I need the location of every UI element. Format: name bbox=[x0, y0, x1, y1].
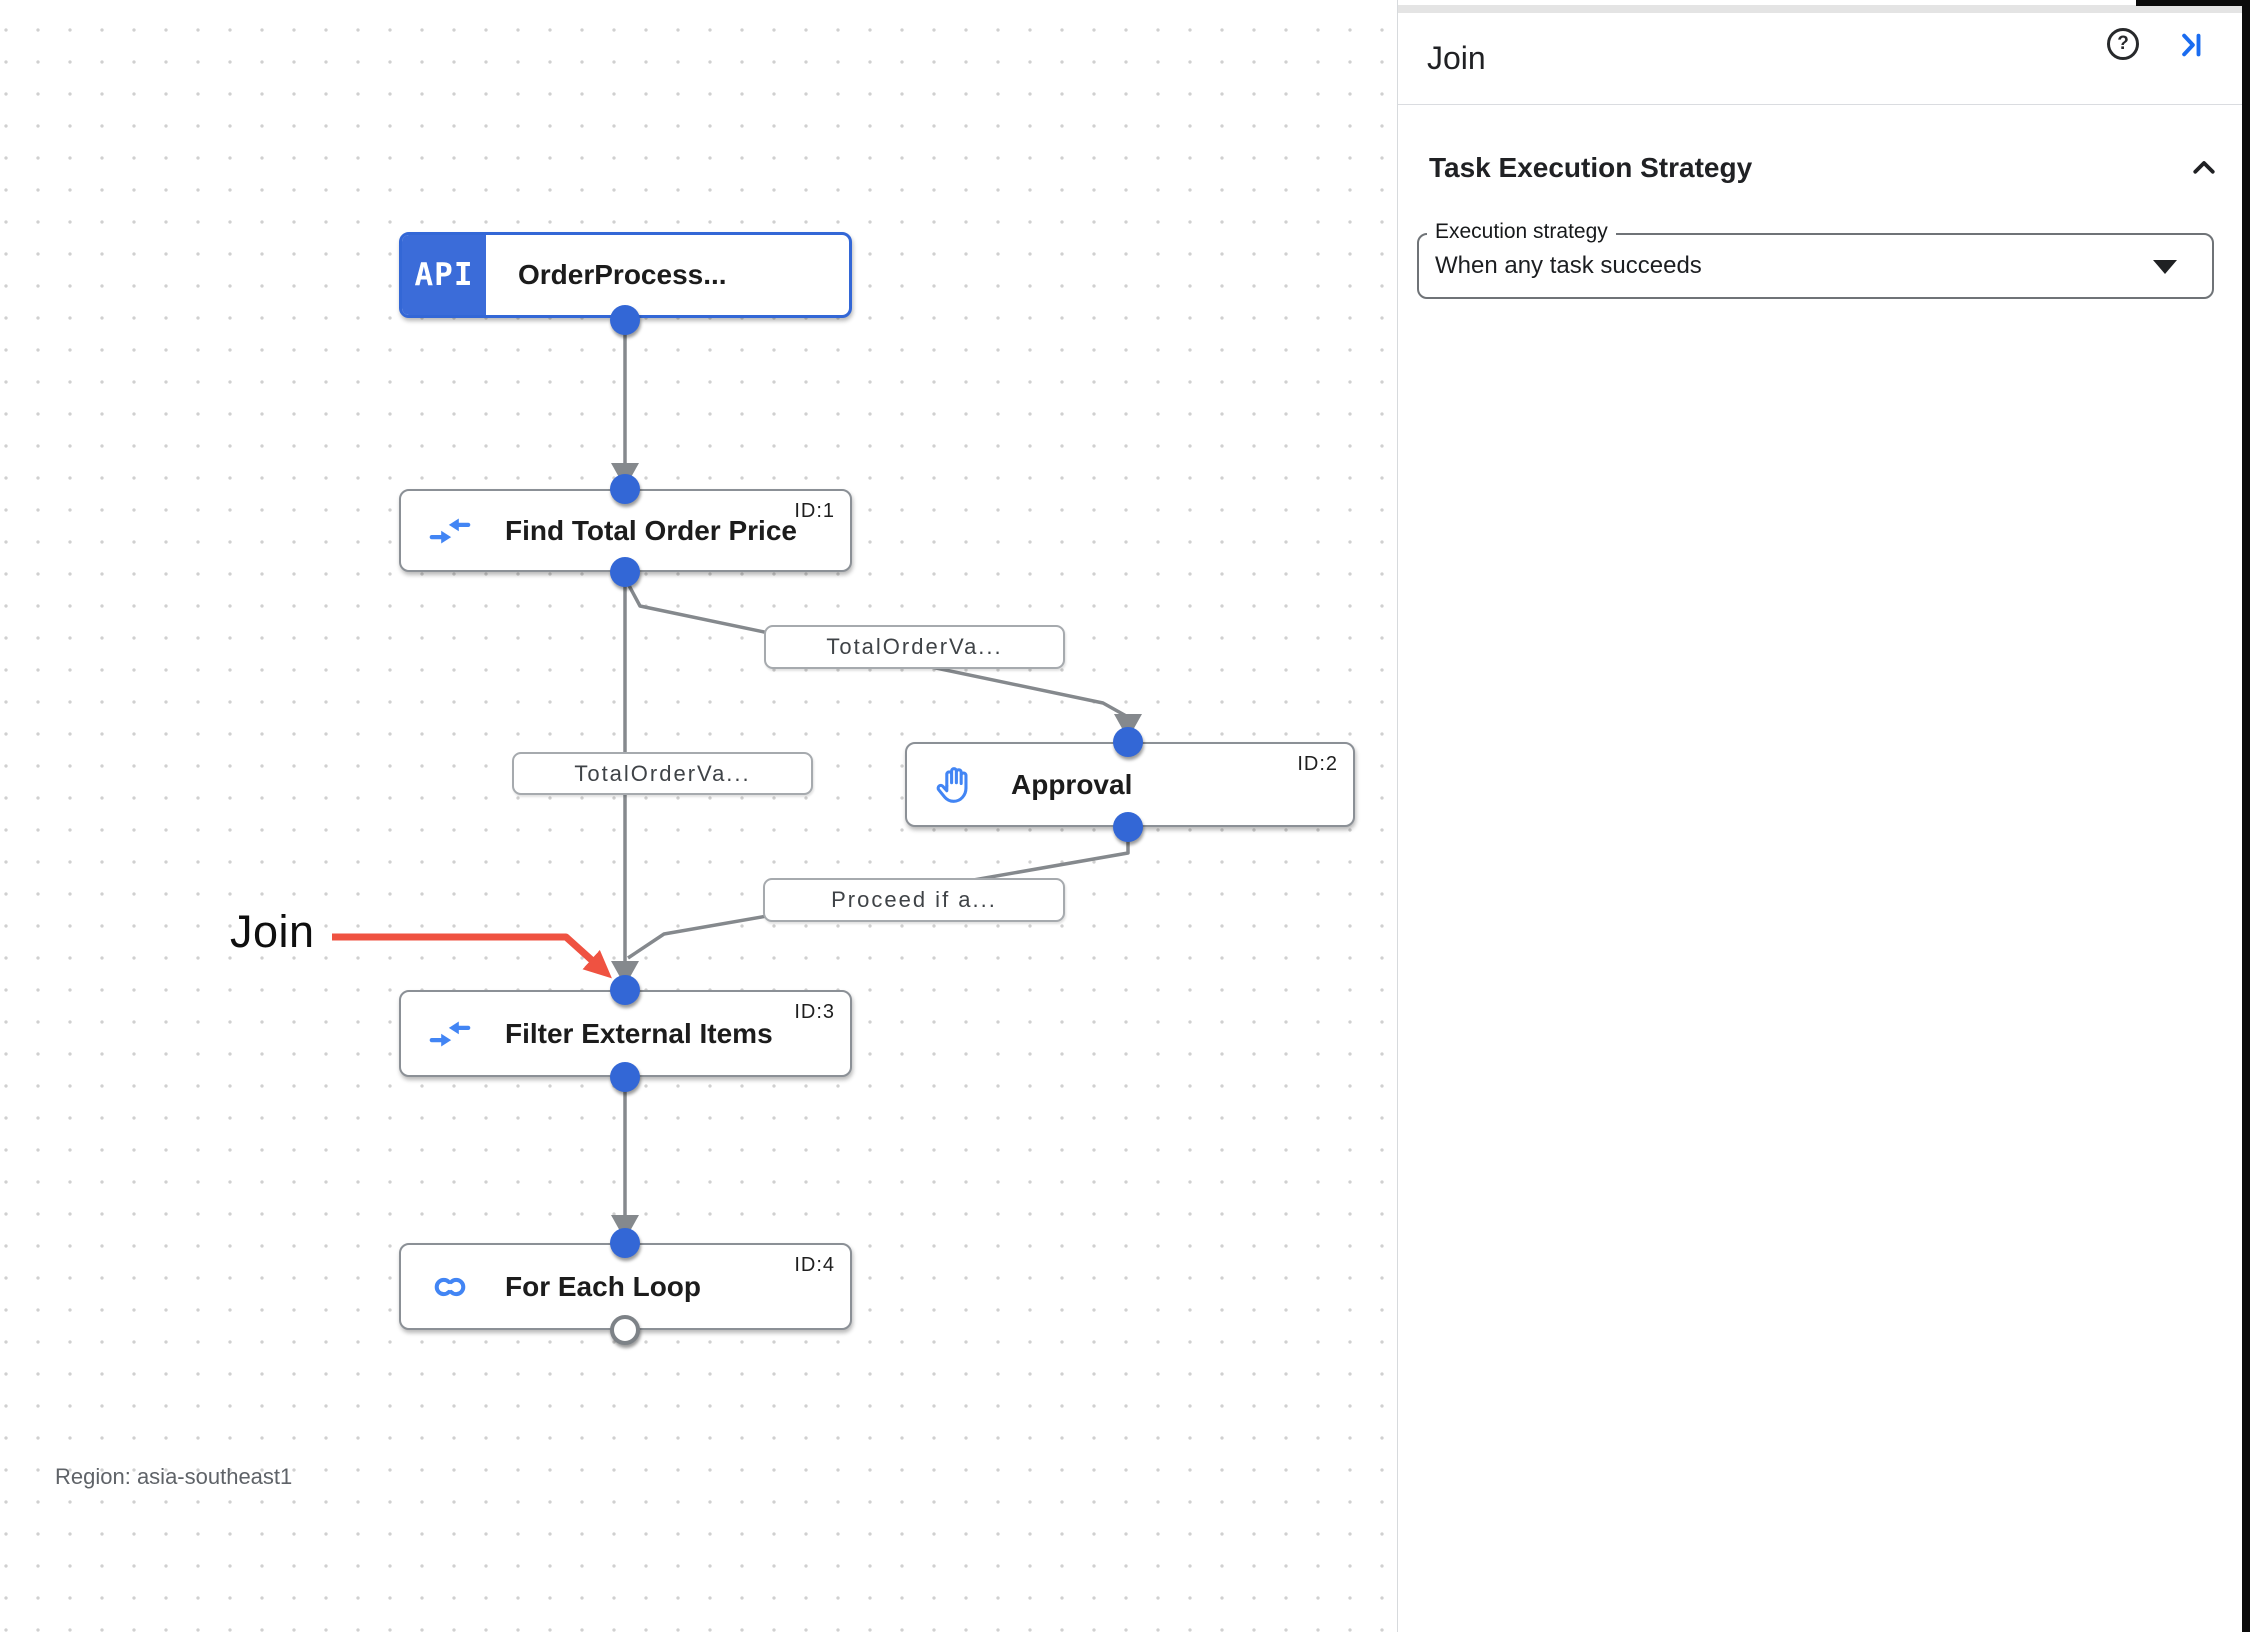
task-id-badge: ID:3 bbox=[794, 1001, 835, 1023]
connection-dot-trigger-out[interactable] bbox=[610, 305, 640, 335]
execution-strategy-label: Execution strategy bbox=[1427, 220, 1616, 244]
edge-label-totalorderva-right[interactable]: TotalOrderVa... bbox=[764, 625, 1065, 669]
data-mapping-icon bbox=[429, 518, 471, 543]
collapse-panel-icon[interactable] bbox=[2176, 30, 2206, 60]
right-edge-bar bbox=[2242, 0, 2250, 1632]
execution-strategy-value: When any task succeeds bbox=[1435, 252, 1702, 279]
connection-dot-filter-in[interactable] bbox=[610, 975, 640, 1005]
task-id-badge: ID:2 bbox=[1297, 753, 1338, 775]
approval-hand-icon bbox=[936, 766, 968, 803]
data-mapping-icon bbox=[429, 1021, 471, 1046]
execution-strategy-select[interactable]: Execution strategy When any task succeed… bbox=[1417, 220, 2214, 299]
connection-dot-foreach-in[interactable] bbox=[610, 1228, 640, 1258]
for-each-loop-icon bbox=[434, 1277, 466, 1296]
help-icon[interactable]: ? bbox=[2107, 28, 2139, 60]
node-title: Approval bbox=[1011, 768, 1133, 800]
connection-dot-approval-out[interactable] bbox=[1113, 812, 1143, 842]
section-title: Task Execution Strategy bbox=[1429, 152, 1753, 183]
node-title: OrderProcess... bbox=[518, 259, 727, 290]
edge-label-totalorderva-left[interactable]: TotalOrderVa... bbox=[512, 752, 813, 795]
api-trigger-icon: API bbox=[402, 235, 486, 315]
panel-title: Join bbox=[1427, 40, 1486, 76]
connection-dot-filter-out[interactable] bbox=[610, 1062, 640, 1092]
task-id-badge: ID:4 bbox=[794, 1254, 835, 1276]
join-annotation-label: Join bbox=[230, 906, 315, 957]
connection-dot-find-out[interactable] bbox=[610, 557, 640, 587]
top-edge-bar bbox=[2136, 0, 2250, 6]
task-id-badge: ID:1 bbox=[794, 500, 835, 522]
edge-label-proceed-if[interactable]: Proceed if a... bbox=[763, 878, 1065, 922]
section-task-execution-strategy[interactable]: Task Execution Strategy bbox=[1429, 148, 2219, 188]
connection-dot-find-in[interactable] bbox=[610, 474, 640, 504]
chevron-up-icon[interactable] bbox=[2189, 153, 2219, 183]
api-trigger-icon-text: API bbox=[414, 257, 474, 293]
panel-header: Join bbox=[1398, 13, 2250, 105]
node-title: Filter External Items bbox=[505, 1017, 773, 1049]
node-title: For Each Loop bbox=[505, 1270, 701, 1302]
region-label: Region: asia-southeast1 bbox=[55, 1464, 293, 1489]
connection-dot-foreach-out[interactable] bbox=[610, 1315, 640, 1345]
connection-dot-approval-in[interactable] bbox=[1113, 727, 1143, 757]
task-config-panel: Join ? Task Execution Strategy Execution… bbox=[1397, 0, 2250, 1632]
node-title: Find Total Order Price bbox=[505, 514, 797, 546]
panel-top-strip bbox=[1398, 5, 2250, 13]
dropdown-arrow-icon bbox=[2153, 260, 2177, 274]
workflow-canvas[interactable]: TotalOrderVa... TotalOrderVa... Proceed … bbox=[0, 0, 1397, 1632]
